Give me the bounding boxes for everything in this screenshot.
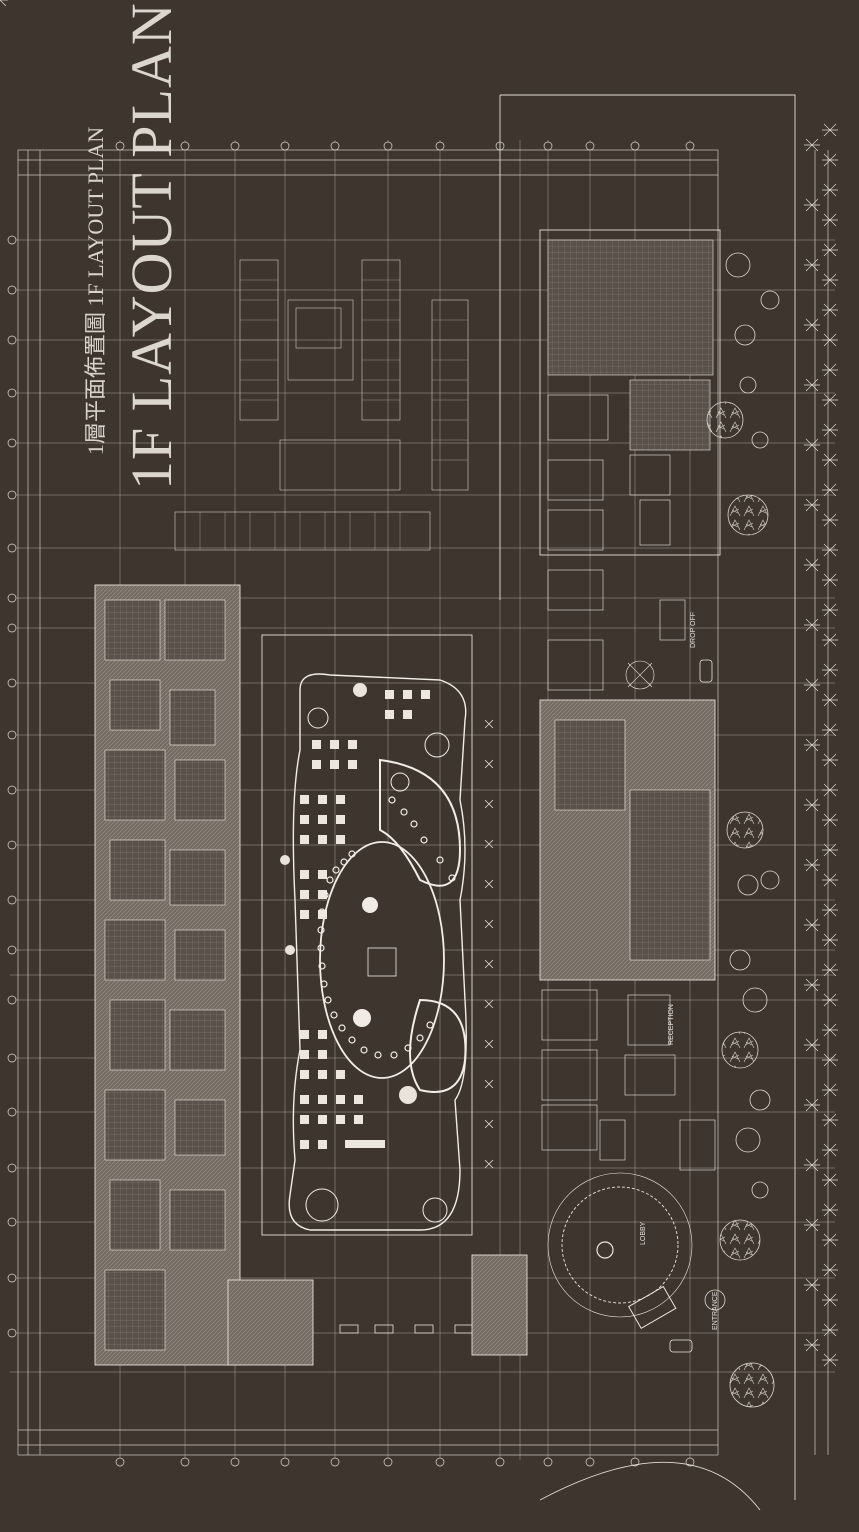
dining-tables [300, 690, 430, 1149]
landscape-trees [704, 252, 780, 1408]
back-of-house-block [94, 584, 314, 1366]
site-boundary [499, 94, 796, 1511]
parking-area [174, 259, 469, 551]
palm-tree-row [0, 0, 839, 1367]
right-wing-lower [471, 659, 716, 1356]
grid-bubbles [7, 141, 695, 1467]
dining-hall [261, 634, 473, 1236]
dimension-lines [17, 149, 829, 1456]
right-wing-upper [539, 229, 721, 741]
